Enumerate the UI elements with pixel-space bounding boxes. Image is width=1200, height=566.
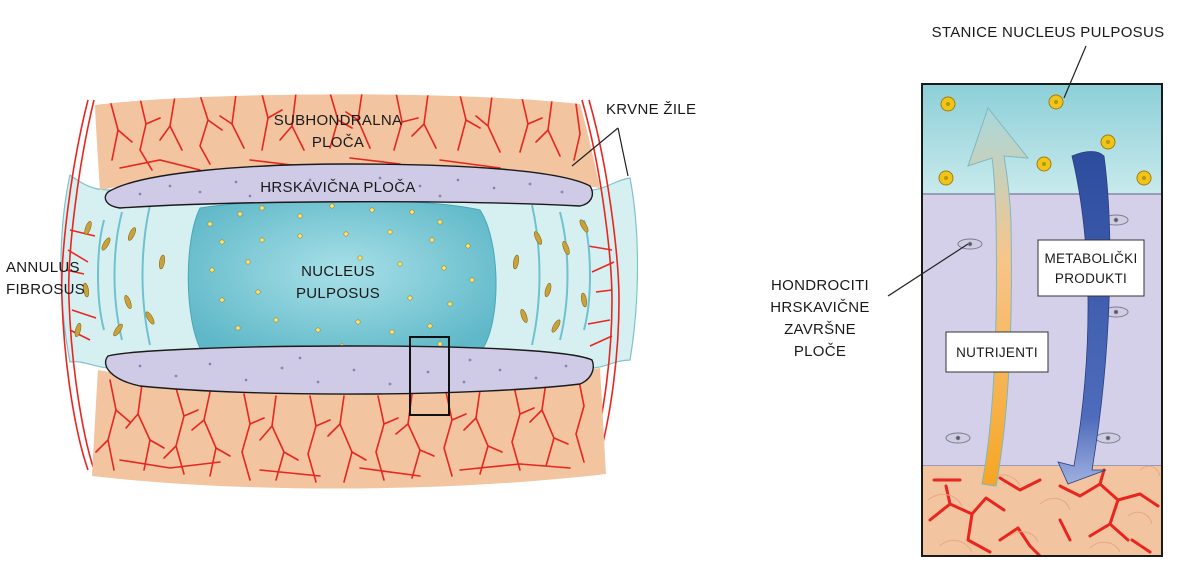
label-np-cells: STANICE NUCLEUS PULPOSUS bbox=[932, 24, 1165, 41]
label-subchondral-line1: SUBHONDRALNA bbox=[274, 112, 403, 129]
zoomed-panel-frame bbox=[921, 83, 1163, 557]
label-nutrients: NUTRIJENTI bbox=[956, 345, 1038, 360]
lower-endplate-chondrocytes bbox=[138, 356, 568, 386]
label-nucleus-line2: PULPOSUS bbox=[296, 285, 380, 302]
label-metabolic-line2: PRODUKTI bbox=[1055, 271, 1127, 286]
label-chondrocytes-line1: HONDROCITI bbox=[771, 277, 869, 294]
label-cartilage-plate: HRSKAVIČNA PLOČA bbox=[260, 179, 415, 196]
label-annulus-line1: ANNULUS bbox=[6, 259, 80, 276]
upper-endplate-chondrocytes bbox=[138, 176, 564, 198]
nucleus-zone bbox=[922, 84, 1162, 194]
label-blood-vessels: KRVNE ŽILE bbox=[606, 101, 696, 118]
lower-cartilage-endplate bbox=[104, 345, 594, 395]
disc-illustration bbox=[60, 94, 639, 489]
diagram-labels: SUBHONDRALNA PLOČA KRVNE ŽILE HRSKAVIČNA… bbox=[6, 24, 1164, 360]
cartilage-zone bbox=[922, 194, 1162, 466]
zoom-region-box bbox=[409, 336, 450, 416]
label-metabolic-line1: METABOLIČKI bbox=[1044, 251, 1137, 266]
leader-lines bbox=[571, 45, 1087, 297]
zoomed-panel bbox=[921, 83, 1163, 557]
label-subchondral-line2: PLOČA bbox=[312, 134, 364, 151]
label-nucleus-line1: NUCLEUS bbox=[301, 263, 375, 280]
np-cells bbox=[938, 94, 1152, 186]
lower-vertebral-bone bbox=[92, 368, 606, 489]
upper-vertebral-bone bbox=[95, 94, 600, 190]
upper-cartilage-endplate bbox=[104, 163, 594, 209]
label-annulus-line2: FIBROSUS bbox=[6, 281, 85, 298]
nutrients-label-box bbox=[945, 331, 1049, 373]
label-chondrocytes-line4: PLOČE bbox=[794, 343, 846, 360]
label-chondrocytes-line2: HRSKAVIČNE bbox=[770, 299, 869, 316]
metabolic-label-box bbox=[1037, 239, 1145, 297]
bone-vessels bbox=[928, 468, 1160, 556]
label-chondrocytes-line3: ZAVRŠNE bbox=[784, 321, 856, 338]
annulus-cells bbox=[74, 219, 589, 338]
